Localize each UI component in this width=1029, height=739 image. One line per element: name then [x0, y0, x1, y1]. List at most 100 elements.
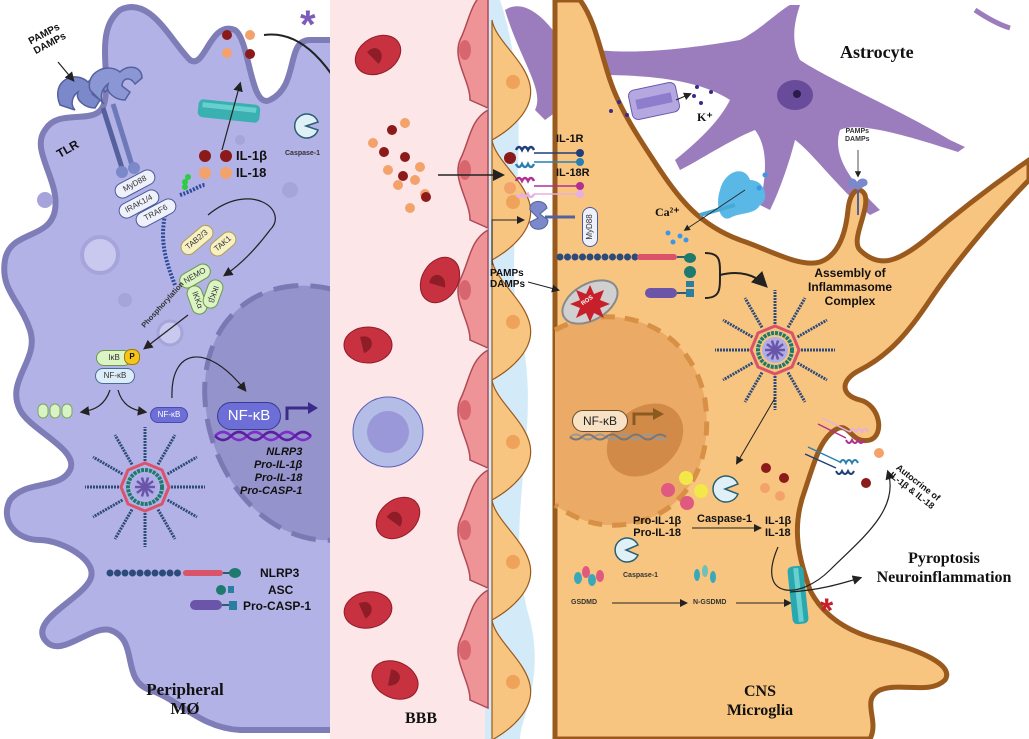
transcripts-list: NLRP3 Pro-IL-1β Pro-IL-18 Pro-CASP-1 [240, 446, 302, 498]
endothelial-cell [457, 588, 489, 710]
caspase1-small-label: Caspase-1 [623, 572, 659, 579]
bead [151, 569, 159, 577]
bead [556, 253, 564, 261]
pro-cytokines-label: Pro-IL-1β Pro-IL-18 [633, 515, 682, 539]
il18-particle [400, 118, 410, 128]
il1r-label: IL-1R [556, 133, 584, 145]
bbb-title: BBB [405, 710, 438, 727]
bead [159, 569, 166, 577]
microglia-nfkb-pill: NF-κB [572, 410, 628, 432]
filament [92, 498, 124, 519]
outcome-label: Pyroptosis Neuroinflammation [876, 550, 1012, 586]
caspase1-periph-label: Caspase-1 [285, 150, 321, 157]
nlrp3-ring [749, 324, 801, 376]
microglia-inflammasome-icon [715, 290, 835, 410]
endfoot-nucleus [506, 555, 520, 569]
mature-cytokines-label: IL-1β IL-18 [765, 515, 792, 539]
bead [114, 569, 121, 577]
nfkb-complex-pill: NF-κB [95, 368, 135, 384]
il1b-particle [398, 171, 408, 181]
ros-burst-icon [570, 285, 610, 322]
leukocyte-icon [352, 396, 424, 468]
astrocyte-endfeet [491, 19, 532, 739]
il1b-particle [421, 192, 431, 202]
autocrine-receptors-icon [804, 417, 884, 488]
endothelial-nucleus [459, 640, 471, 660]
asc-ring [126, 468, 164, 506]
il1b-particle [379, 147, 389, 157]
filament [156, 434, 177, 466]
ikb-pill: IκB [96, 350, 132, 366]
microglia-stimulus-label: PAMPs DAMPs [490, 268, 526, 290]
gasdermin-pore-icon [197, 99, 261, 123]
filament [743, 371, 764, 403]
gsdmd-label: GSDMD [571, 599, 598, 606]
asc-ring [756, 331, 794, 369]
cytokine-processing-icons [614, 463, 789, 563]
bead [136, 569, 144, 577]
inflammasome-components-icon [106, 568, 241, 610]
endothelial-nucleus [459, 400, 471, 420]
nfkb-free-pill: NF-κB [150, 407, 188, 423]
peripheral-macrophage-title: Peripheral MØ [146, 680, 224, 718]
dna-helix-icon [214, 402, 318, 442]
asterisk-red: * [820, 592, 834, 630]
endothelial-layer [457, 0, 489, 710]
il18-particle [405, 203, 415, 213]
endfoot-nucleus [506, 75, 520, 89]
filament [722, 318, 754, 339]
calcium-channel-icon [665, 171, 768, 245]
bead [166, 569, 174, 577]
il18-particle [410, 175, 420, 185]
transcript-pro-il1b: Pro-IL-1β [253, 459, 303, 471]
red-blood-cell [354, 34, 402, 76]
il18r-receptor-icon [504, 176, 584, 199]
endothelial-nucleus [459, 520, 471, 540]
bead [144, 569, 151, 577]
component-asc: ASC [268, 583, 294, 597]
filament [166, 498, 198, 519]
bead [594, 253, 601, 261]
astrocyte-cell [505, 5, 1011, 215]
filament [113, 434, 134, 466]
il1b-particle [387, 125, 397, 135]
bead [601, 253, 609, 261]
component-nlrp3: NLRP3 [260, 566, 300, 580]
tlr-receptor-icon [57, 66, 143, 178]
mitochondrion-icon [561, 279, 619, 325]
macrophage-membrane [1, 4, 338, 733]
transcript-pro-il18: Pro-IL-18 [254, 472, 303, 484]
il18-particle [383, 165, 393, 175]
endothelial-cell [457, 348, 489, 470]
nfkb-nuclear-pill: NF-κB [217, 402, 281, 430]
myd88-microglia-pill: MyD88 [582, 207, 598, 247]
filament [743, 297, 764, 329]
microglia-tlr-icon [529, 201, 575, 230]
astrocyte-title: Astrocyte [840, 42, 914, 62]
filament [786, 297, 807, 329]
caspase1-label: Caspase-1 [697, 513, 753, 525]
red-blood-cell [419, 256, 461, 304]
caspase-icon [293, 113, 319, 139]
endothelial-cell [457, 228, 489, 350]
bead [174, 569, 181, 577]
red-blood-cell [371, 660, 419, 700]
endfoot-nucleus [506, 315, 520, 329]
small-tlr-icon [847, 150, 868, 215]
bead [129, 569, 136, 577]
filament [796, 318, 828, 339]
peripheral-macrophage [1, 4, 338, 733]
bead [609, 253, 616, 261]
phospho-badge: P [124, 349, 140, 365]
red-blood-cell [375, 496, 421, 540]
cns-microglia [552, 0, 1029, 739]
bead [579, 253, 586, 261]
filament [722, 361, 754, 382]
endfoot-nucleus [506, 675, 520, 689]
cns-microglia-title: CNS Microglia [726, 683, 794, 719]
asterisk-purple: * [300, 3, 316, 47]
endothelial-nucleus [459, 40, 471, 60]
red-blood-cell [343, 591, 393, 629]
bead [571, 253, 579, 261]
